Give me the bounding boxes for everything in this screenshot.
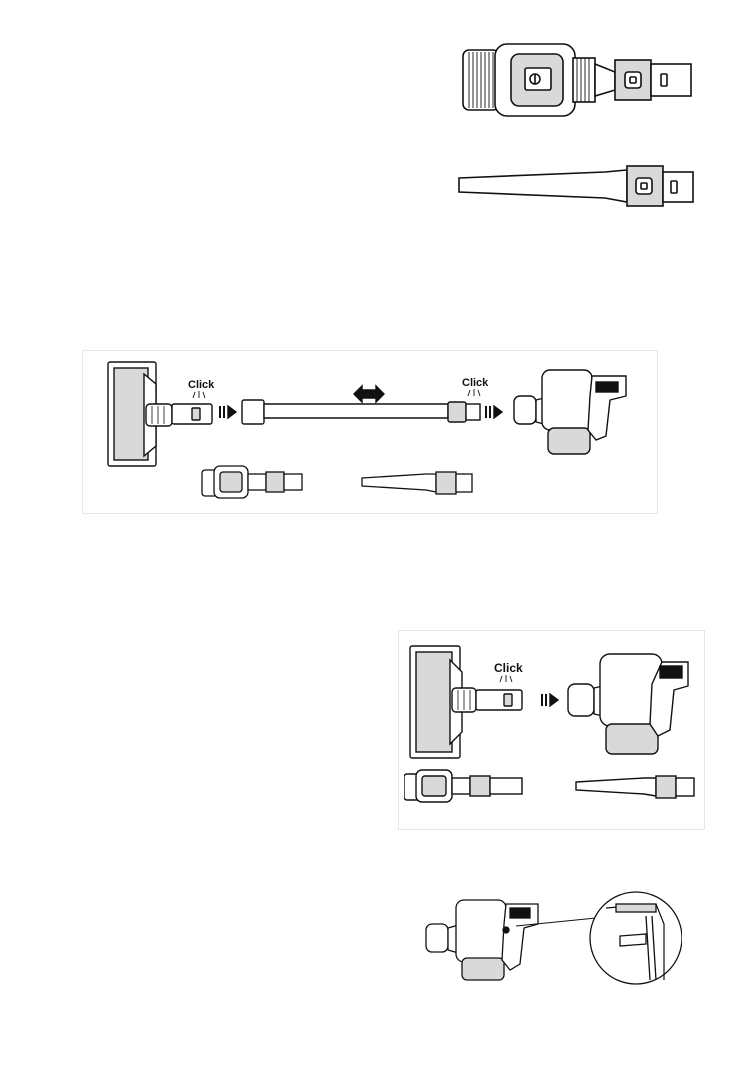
detail-callout-drawing xyxy=(420,884,682,992)
brush-tool-figure xyxy=(455,38,700,122)
crevice-tool-drawing xyxy=(455,162,700,210)
full-assembly-drawing-wrap: Click Click xyxy=(96,356,636,504)
full-assembly-drawing: Click Click xyxy=(96,356,636,504)
detail-callout-figure xyxy=(420,884,682,992)
click-label-right: Click xyxy=(462,377,489,389)
crevice-tool-figure xyxy=(455,162,700,210)
short-assembly-drawing-wrap: Click xyxy=(404,636,699,822)
brush-tool-drawing xyxy=(455,38,700,122)
short-assembly-drawing: Click xyxy=(404,636,699,822)
click-label: Click xyxy=(494,661,523,675)
click-label-left: Click xyxy=(188,379,215,391)
